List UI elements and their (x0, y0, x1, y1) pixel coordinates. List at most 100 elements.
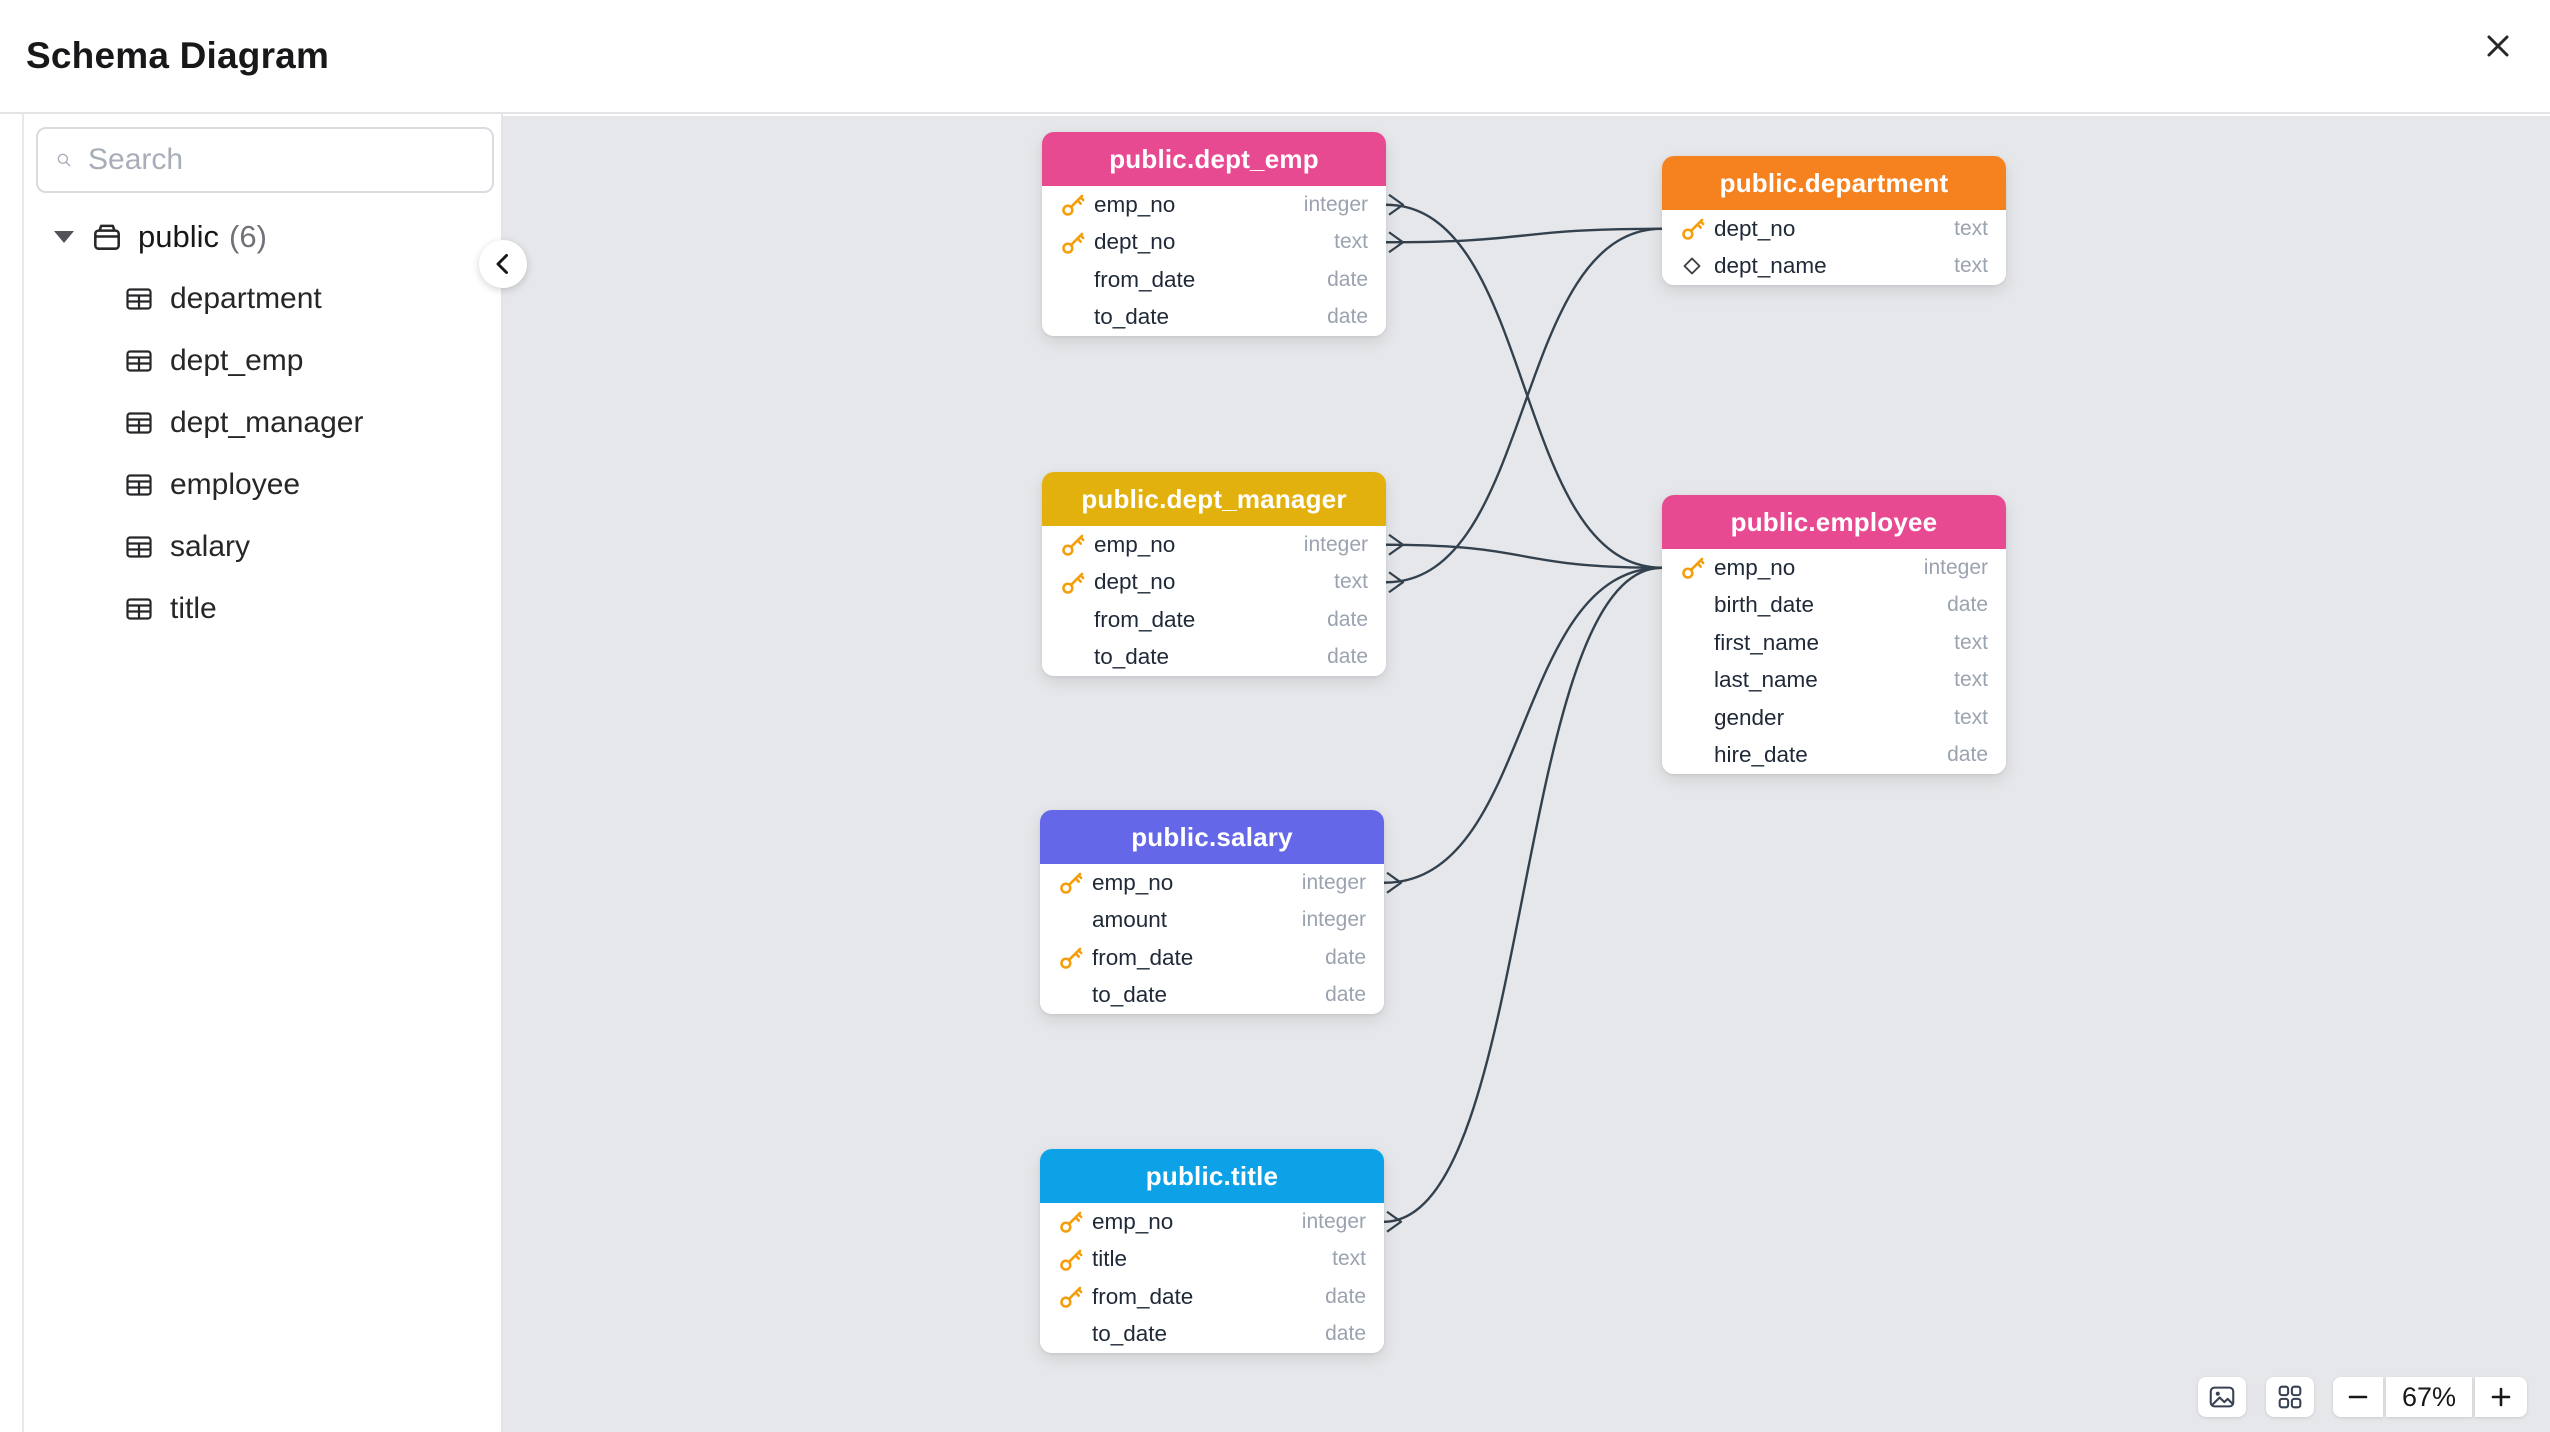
plus-icon (2491, 1387, 2511, 1407)
field-type: date (1325, 1322, 1366, 1346)
caret-down-icon (54, 231, 74, 243)
field-type: text (1334, 570, 1368, 594)
field-type: text (1954, 254, 1988, 278)
field-row-from_date: from_date date (1042, 601, 1386, 639)
primary-key-icon (1060, 872, 1083, 895)
field-name: from_date (1094, 266, 1196, 292)
field-row-hire_date: hire_date date (1662, 736, 2006, 774)
primary-key-icon (1060, 1211, 1083, 1234)
field-row-dept_no: dept_no text (1042, 563, 1386, 601)
search-input[interactable] (88, 143, 474, 177)
field-type: date (1327, 607, 1368, 631)
sidebar-collapse-button[interactable] (479, 240, 527, 288)
field-name: to_date (1094, 304, 1170, 330)
field-type: date (1327, 645, 1368, 669)
field-name: last_name (1714, 667, 1818, 693)
table-node-title: public.salary (1040, 810, 1384, 864)
zoom-in-button[interactable] (2475, 1377, 2527, 1417)
field-row-gender: gender text (1662, 699, 2006, 737)
table-icon (126, 598, 152, 620)
schema-table-count: (6) (229, 219, 267, 254)
table-name-label: title (170, 592, 217, 625)
page-title: Schema Diagram (26, 35, 330, 76)
primary-key-icon (1060, 1286, 1083, 1309)
primary-key-icon (1060, 1249, 1083, 1271)
zoom-level-value: 67% (2401, 1381, 2457, 1412)
field-name: hire_date (1714, 742, 1808, 768)
field-type: date (1947, 593, 1988, 617)
primary-key-icon (1682, 557, 1705, 580)
field-type: text (1954, 630, 1988, 654)
table-icon (126, 350, 152, 372)
field-type: date (1947, 743, 1988, 767)
table-name-label: salary (170, 530, 251, 563)
table-node-salary[interactable]: public.salary emp_no integer amount inte… (1040, 810, 1384, 1014)
field-type: integer (1923, 555, 1988, 579)
field-name: dept_no (1714, 215, 1796, 241)
primary-key-icon (1062, 194, 1085, 217)
field-type: text (1332, 1247, 1366, 1271)
sidebar-item-department[interactable]: department (24, 268, 501, 330)
field-name: from_date (1092, 944, 1194, 970)
field-name: emp_no (1094, 531, 1176, 557)
field-name: dept_name (1714, 253, 1827, 279)
field-name: emp_no (1094, 191, 1176, 217)
field-row-dept_no: dept_no text (1662, 210, 2006, 248)
close-icon (2487, 35, 2509, 57)
field-name: to_date (1092, 1321, 1168, 1347)
field-type: text (1954, 705, 1988, 729)
field-type: date (1327, 305, 1368, 329)
table-name-label: employee (170, 468, 301, 501)
field-type: integer (1303, 532, 1368, 556)
table-icon (126, 536, 152, 558)
field-name: dept_no (1094, 229, 1176, 255)
field-type: date (1325, 983, 1366, 1007)
sidebar-item-title[interactable]: title (24, 578, 501, 640)
chevron-left-icon (496, 254, 508, 274)
diagram-canvas[interactable] (503, 116, 2550, 1432)
grid-layout-icon (2278, 1385, 2302, 1409)
field-row-to_date: to_date date (1042, 638, 1386, 676)
table-node-title[interactable]: public.title emp_no integer title text f… (1040, 1149, 1384, 1353)
search-box[interactable] (36, 127, 494, 193)
field-type: text (1954, 216, 1988, 240)
field-name: birth_date (1714, 592, 1815, 618)
sidebar-item-dept_emp[interactable]: dept_emp (24, 330, 501, 392)
primary-key-icon (1682, 218, 1705, 241)
field-row-to_date: to_date date (1042, 298, 1386, 336)
field-type: text (1954, 668, 1988, 692)
field-type: date (1327, 267, 1368, 291)
field-name: gender (1714, 704, 1785, 730)
table-node-employee[interactable]: public.employee emp_no integer birth_dat… (1662, 495, 2006, 774)
schema-icon (94, 224, 120, 250)
table-node-title: public.employee (1662, 495, 2006, 549)
unique-diamond-icon (1683, 257, 1701, 275)
field-row-dept_name: dept_name text (1662, 247, 2006, 285)
table-node-title: public.dept_manager (1042, 472, 1386, 526)
sidebar-item-employee[interactable]: employee (24, 454, 501, 516)
table-node-dept_manager[interactable]: public.dept_manager emp_no integer dept_… (1042, 472, 1386, 676)
sidebar-item-dept_manager[interactable]: dept_manager (24, 392, 501, 454)
field-row-emp_no: emp_no integer (1662, 549, 2006, 587)
field-type: date (1325, 945, 1366, 969)
search-icon (57, 153, 71, 167)
zoom-level-indicator: 67% (2386, 1377, 2472, 1417)
field-name: title (1092, 1246, 1128, 1272)
zoom-out-button[interactable] (2333, 1377, 2383, 1417)
auto-layout-button[interactable] (2266, 1377, 2314, 1417)
field-name: from_date (1092, 1283, 1194, 1309)
sidebar-item-salary[interactable]: salary (24, 516, 501, 578)
field-type: date (1325, 1284, 1366, 1308)
field-row-from_date: from_date date (1040, 1278, 1384, 1316)
minus-icon (2348, 1395, 2368, 1399)
primary-key-icon (1062, 572, 1085, 594)
table-node-dept_emp[interactable]: public.dept_emp emp_no integer dept_no t… (1042, 132, 1386, 336)
schema-node-public[interactable]: public (6) (24, 206, 501, 268)
field-type: integer (1301, 870, 1366, 894)
table-node-department[interactable]: public.department dept_no text dept_name… (1662, 156, 2006, 285)
close-button[interactable] (2474, 22, 2522, 70)
field-type: integer (1301, 1209, 1366, 1233)
download-image-button[interactable] (2198, 1377, 2246, 1417)
field-row-emp_no: emp_no integer (1042, 186, 1386, 224)
field-row-to_date: to_date date (1040, 1315, 1384, 1353)
